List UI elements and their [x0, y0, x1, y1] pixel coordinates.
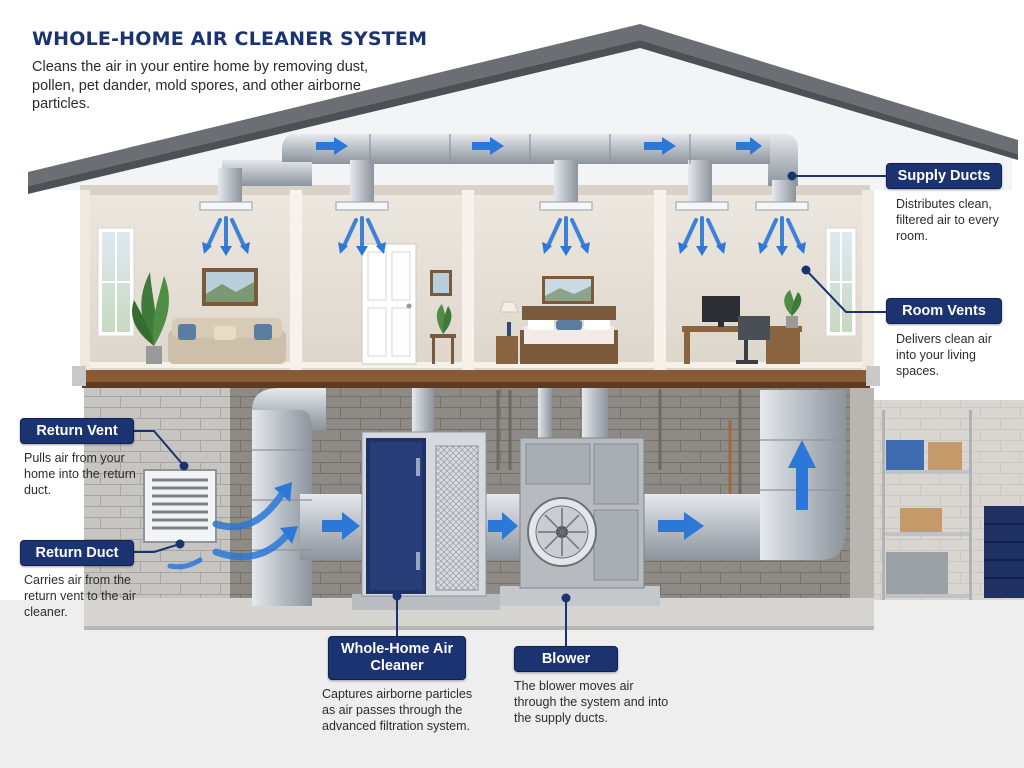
supply-ducts-label: Supply Ducts	[886, 163, 1002, 189]
window-right	[826, 228, 856, 336]
air-cleaner-label: Whole-Home Air Cleaner	[328, 636, 466, 680]
bed	[520, 306, 618, 364]
return-duct-description: Carries air from the return vent to the …	[24, 572, 136, 620]
supply-ducts-description: Distributes clean, filtered air to every…	[896, 196, 1006, 244]
diagram-title: WHOLE-HOME AIR CLEANER SYSTEM	[32, 28, 427, 50]
room-vents-description: Delivers clean air into your living spac…	[896, 331, 1006, 379]
wall-picture-hall	[430, 270, 452, 296]
return-vent-grille	[144, 470, 216, 542]
blower-label: Blower	[514, 646, 618, 672]
air-cleaner-description: Captures airborne particles as air passe…	[322, 686, 482, 734]
window-left	[98, 228, 134, 336]
interior-door	[362, 244, 416, 364]
diagram-subtitle: Cleans the air in your entire home by re…	[32, 58, 377, 114]
basement-right-wall	[850, 388, 874, 612]
whole-home-air-cleaner-unit	[352, 432, 500, 610]
wall-picture-bedroom	[542, 276, 594, 304]
sofa	[168, 318, 286, 364]
return-duct-label: Return Duct	[20, 540, 134, 566]
floor-slab	[82, 370, 870, 382]
wall-picture-living	[202, 268, 258, 306]
return-vent-description: Pulls air from your home into the return…	[24, 450, 136, 498]
blower-description: The blower moves air through the system …	[514, 678, 674, 726]
room-vents-label: Room Vents	[886, 298, 1002, 324]
blower-unit	[500, 438, 660, 606]
tool-chest	[984, 506, 1024, 598]
return-vent-label: Return Vent	[20, 418, 134, 444]
